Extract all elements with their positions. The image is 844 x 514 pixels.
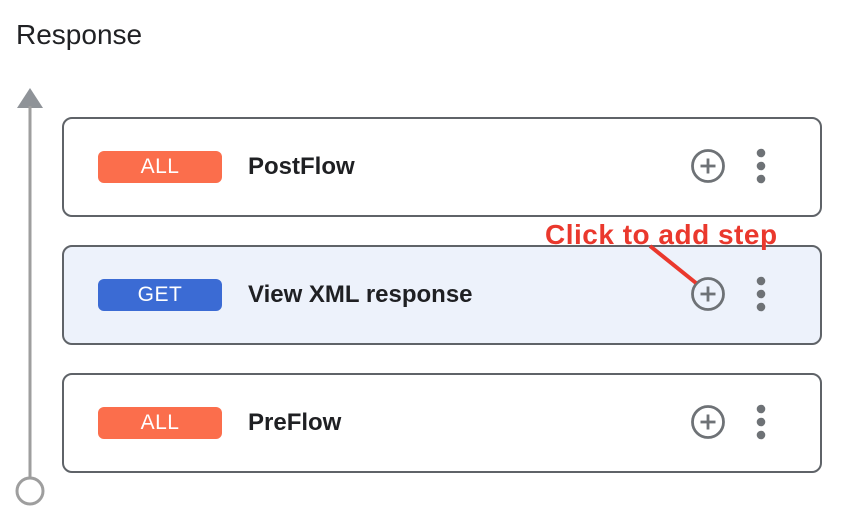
page-title: Response [16, 19, 143, 50]
add-step-button[interactable] [690, 276, 726, 315]
card-actions [690, 402, 766, 445]
flow-card-preflow[interactable]: ALL PreFlow [62, 373, 822, 473]
more-options-icon [756, 402, 766, 445]
flow-card-label: View XML response [248, 281, 473, 308]
annotation-click-to-add-step: Click to add step [545, 219, 778, 250]
response-flow-list: ALL PostFlow GET View XML response [62, 117, 822, 501]
flow-direction-arrow [17, 88, 43, 108]
card-actions [690, 146, 766, 189]
add-step-icon [690, 148, 726, 187]
card-actions [690, 274, 766, 317]
flow-card-postflow[interactable]: ALL PostFlow [62, 117, 822, 217]
flow-card-view-xml-response[interactable]: GET View XML response [62, 245, 822, 345]
add-step-icon [690, 276, 726, 315]
method-badge: GET [98, 279, 222, 311]
more-options-button[interactable] [756, 402, 766, 445]
more-options-icon [756, 146, 766, 189]
more-options-icon [756, 274, 766, 317]
add-step-button[interactable] [690, 404, 726, 443]
method-badge: ALL [98, 151, 222, 183]
add-step-icon [690, 404, 726, 443]
method-badge: ALL [98, 407, 222, 439]
flow-card-label: PreFlow [248, 409, 342, 436]
more-options-button[interactable] [756, 274, 766, 317]
flow-card-label: PostFlow [248, 153, 355, 180]
add-step-button[interactable] [690, 148, 726, 187]
more-options-button[interactable] [756, 146, 766, 189]
flow-endpoint-circle [15, 476, 45, 506]
